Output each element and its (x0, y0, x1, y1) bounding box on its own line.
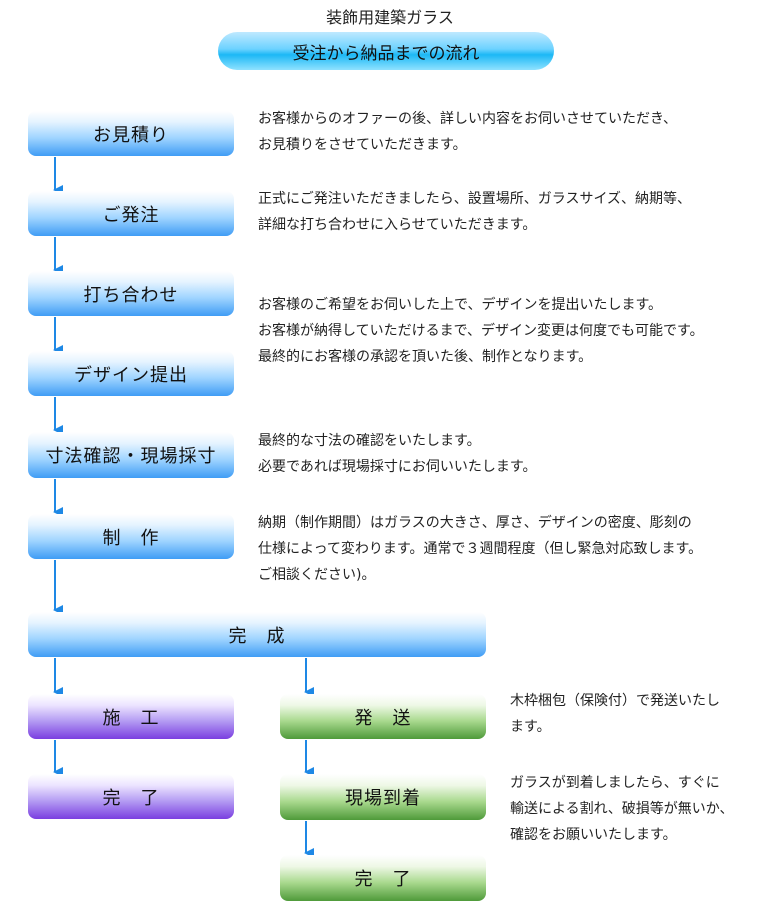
step-ship-done: 完 了 (280, 855, 486, 901)
desc-estimate: お客様からのオファーの後、詳しい内容をお伺いさせていただき、 お見積りをさせてい… (258, 106, 677, 158)
desc-line: お見積りをさせていただきます。 (258, 137, 467, 153)
desc-measure: 最終的な寸法の確認をいたします。 必要であれば現場採寸にお伺いいたします。 (258, 428, 536, 480)
desc-line: 最終的にお客様の承認を頂いた後、制作となります。 (258, 349, 593, 365)
step-measure: 寸法確認・現場採寸 (28, 432, 234, 478)
desc-line: 最終的な寸法の確認をいたします。 (258, 433, 481, 449)
desc-production: 納期（制作期間）はガラスの大きさ、厚さ、デザインの密度、彫刻の 仕様によって変わ… (258, 510, 702, 588)
desc-line: ます。 (510, 719, 551, 735)
step-ship: 発 送 (280, 694, 486, 739)
desc-arrival: ガラスが到着しましたら、すぐに 輸送による割れ、破損等が無いか、 確認をお願いい… (510, 770, 733, 848)
desc-line: 詳細な打ち合わせに入らせていただきます。 (258, 217, 537, 233)
flow-title: 受注から納品までの流れ (218, 32, 554, 70)
desc-line: お客様が納得していただけるまで、デザイン変更は何度でも可能です。 (258, 323, 704, 339)
desc-ship: 木枠梱包（保険付）で発送いたし ます。 (510, 688, 720, 740)
desc-design: お客様のご希望をお伺いした上で、デザインを提出いたします。 お客様が納得していた… (258, 292, 704, 370)
company-heading: 装飾用建築ガラス (326, 8, 454, 27)
desc-line: 輸送による割れ、破損等が無いか、 (510, 801, 734, 817)
desc-line: 木枠梱包（保険付）で発送いたし (510, 693, 720, 709)
step-complete: 完 成 (28, 612, 486, 657)
step-estimate: お見積り (28, 111, 234, 156)
step-install: 施 工 (28, 694, 234, 739)
step-meeting: 打ち合わせ (28, 271, 234, 316)
desc-line: 正式にご発注いただきましたら、設置場所、ガラスサイズ、納期等、 (258, 191, 692, 207)
step-production: 制 作 (28, 514, 234, 559)
step-order: ご発注 (28, 191, 234, 236)
step-design: デザイン提出 (28, 351, 234, 396)
desc-line: ご相談ください)。 (258, 567, 376, 583)
desc-line: 納期（制作期間）はガラスの大きさ、厚さ、デザインの密度、彫刻の (258, 515, 692, 531)
desc-line: お客様のご希望をお伺いした上で、デザインを提出いたします。 (258, 297, 663, 313)
desc-line: 仕様によって変わります。通常で３週間程度（但し緊急対応致します。 (258, 541, 703, 557)
step-arrival: 現場到着 (280, 774, 486, 820)
desc-line: ガラスが到着しましたら、すぐに (510, 775, 720, 791)
desc-line: お客様からのオファーの後、詳しい内容をお伺いさせていただき、 (258, 111, 678, 127)
desc-line: 必要であれば現場採寸にお伺いいたします。 (258, 459, 537, 475)
desc-order: 正式にご発注いただきましたら、設置場所、ガラスサイズ、納期等、 詳細な打ち合わせ… (258, 186, 691, 238)
step-install-done: 完 了 (28, 774, 234, 819)
desc-line: 確認をお願いいたします。 (510, 827, 677, 843)
